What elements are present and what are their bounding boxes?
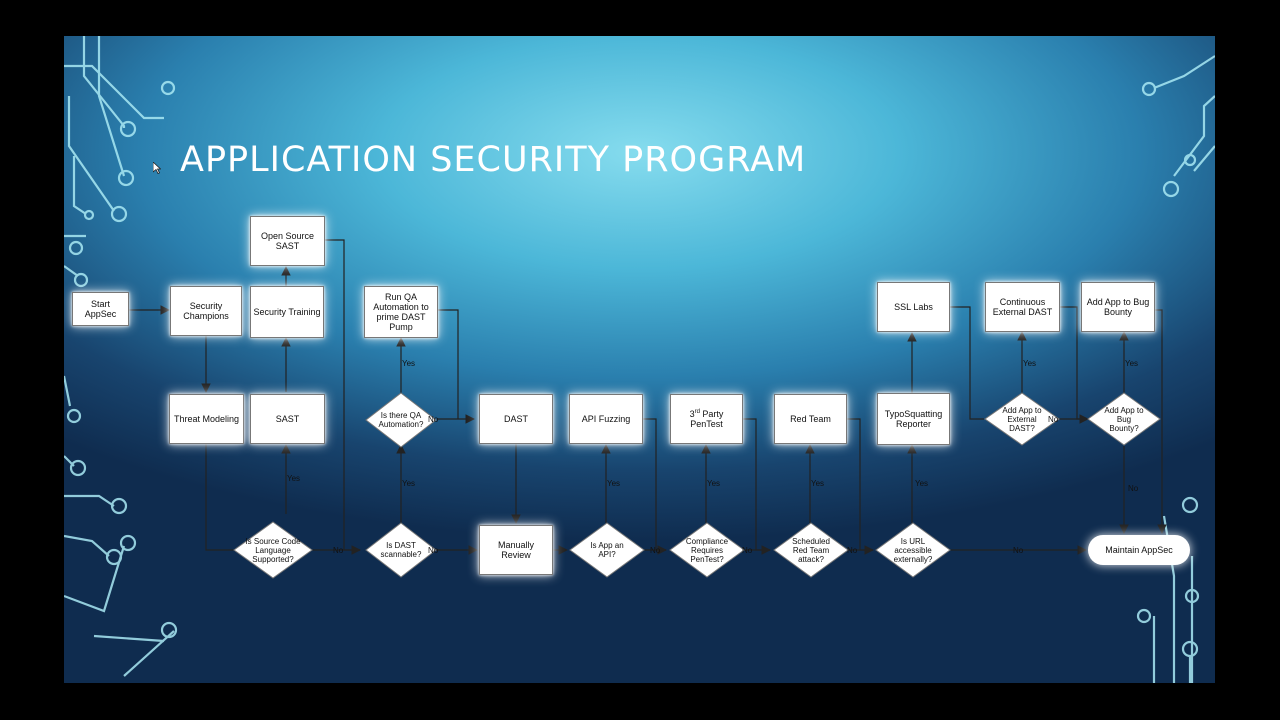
circuit-decoration xyxy=(64,36,1215,683)
security-training-node: Security Training xyxy=(250,286,324,338)
edge-label-no: No xyxy=(333,546,344,555)
add-external-dast-decision: Add App to External DAST? xyxy=(984,392,1060,446)
page-title: APPLICATION SECURITY PROGRAM xyxy=(180,140,807,180)
slide: APPLICATION SECURITY PROGRAM xyxy=(64,36,1215,683)
edge-label-yes: Yes xyxy=(707,479,721,488)
edge-label-yes: Yes xyxy=(607,479,621,488)
edge-label-no: No xyxy=(847,546,858,555)
source-code-supported-label: Is Source Code Language Supported? xyxy=(245,536,301,564)
edge-label-no: No xyxy=(742,546,753,555)
red-team-node: Red Team xyxy=(774,394,847,444)
url-accessible-label: Is URL accessible externally? xyxy=(893,536,933,564)
edge-label-yes: Yes xyxy=(1023,359,1037,368)
compliance-pentest-label: Compliance Requires PenTest? xyxy=(685,536,729,564)
dast-scannable-decision: Is DAST scannable? xyxy=(365,522,437,578)
pentest-line2: PenTest xyxy=(690,419,723,429)
ssl-labs-node: SSL Labs xyxy=(877,282,950,332)
edge-label-yes: Yes xyxy=(811,479,825,488)
edge-label-no: No xyxy=(1128,484,1139,493)
dast-scannable-label: Is DAST scannable? xyxy=(380,541,422,559)
scheduled-red-team-label: Scheduled Red Team attack? xyxy=(792,536,830,564)
edge-label-yes: Yes xyxy=(402,359,416,368)
edge-label-no: No xyxy=(428,415,439,424)
dast-node: DAST xyxy=(479,394,553,444)
pentest-prefix: 3 xyxy=(689,409,695,419)
edge-label-no: No xyxy=(1013,546,1024,555)
pentest-party: Party xyxy=(699,409,724,419)
edge-label-no: No xyxy=(428,546,439,555)
run-qa-automation-node: Run QA Automation to prime DAST Pump xyxy=(364,286,438,338)
source-code-supported-decision: Is Source Code Language Supported? xyxy=(233,521,313,579)
add-external-dast-label: Add App to External DAST? xyxy=(1002,405,1042,433)
connector-lines xyxy=(129,239,1167,555)
edge-label-no: No xyxy=(650,546,661,555)
mouse-cursor-icon xyxy=(153,162,161,174)
is-app-api-label: Is App an API? xyxy=(590,541,624,559)
edge-label-no: No xyxy=(1048,415,1059,424)
maintain-appsec-node: Maintain AppSec xyxy=(1088,535,1190,565)
continuous-external-dast-node: Continuous External DAST xyxy=(985,282,1060,332)
open-source-sast-node: Open Source SAST xyxy=(250,216,325,266)
add-bug-bounty-question-label: Add App to Bug Bounty? xyxy=(1104,405,1144,433)
threat-modeling-node: Threat Modeling xyxy=(169,394,244,444)
add-bug-bounty-decision: Add App to Bug Bounty? xyxy=(1087,392,1161,446)
url-accessible-decision: Is URL accessible externally? xyxy=(875,522,951,578)
qa-automation-decision: Is there QA Automation? xyxy=(365,392,437,448)
qa-automation-label: Is there QA Automation? xyxy=(378,411,424,429)
edge-label-yes: Yes xyxy=(287,474,301,483)
start-appsec-node: Start AppSec xyxy=(72,292,129,326)
edge-label-yes: Yes xyxy=(402,479,416,488)
edge-label-yes: Yes xyxy=(915,479,929,488)
is-app-api-decision: Is App an API? xyxy=(569,522,645,578)
typosquatting-reporter-node: TypoSquatting Reporter xyxy=(877,393,950,445)
add-bug-bounty-node: Add App to Bug Bounty xyxy=(1081,282,1155,332)
manually-review-node: Manually Review xyxy=(479,525,553,575)
pentest-superscript: rd xyxy=(694,409,700,415)
security-champions-node: Security Champions xyxy=(170,286,242,336)
sast-node: SAST xyxy=(250,394,325,444)
api-fuzzing-node: API Fuzzing xyxy=(569,394,643,444)
scheduled-red-team-decision: Scheduled Red Team attack? xyxy=(773,522,849,578)
compliance-pentest-decision: Compliance Requires PenTest? xyxy=(669,522,745,578)
edge-label-yes: Yes xyxy=(1125,359,1139,368)
